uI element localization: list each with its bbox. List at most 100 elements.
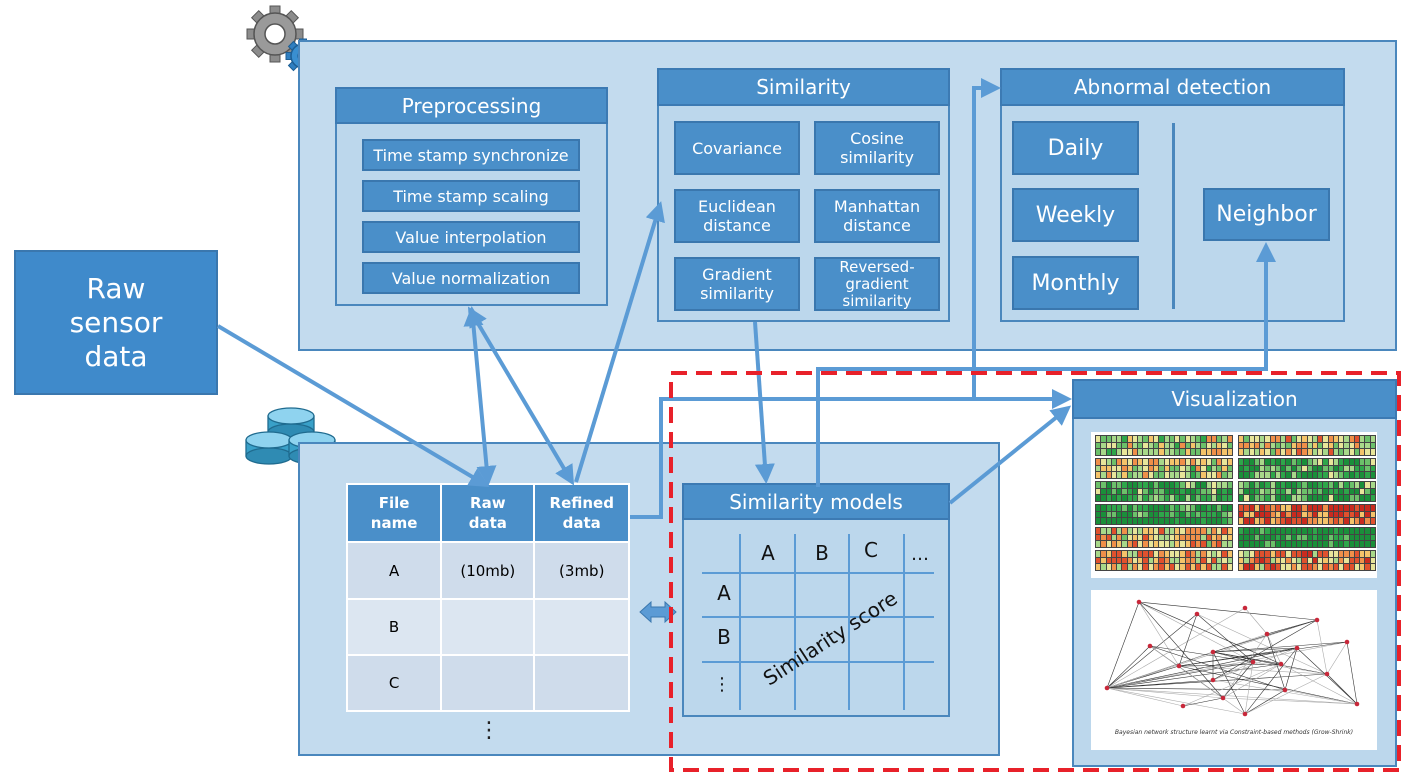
network-node: [1314, 617, 1320, 623]
sim-gradient-l2: similarity: [700, 284, 774, 303]
network-node: [1194, 611, 1200, 617]
network-node: [1282, 687, 1288, 693]
sim-euclidean-l2: distance: [703, 216, 771, 235]
table-cell: C: [345, 654, 443, 712]
table-cell: (10mb): [440, 541, 536, 600]
table-cell: [440, 598, 536, 656]
preprocessing-title: Preprocessing: [335, 87, 608, 124]
heatmap-strip: [1095, 504, 1233, 525]
pre-item-normalization: Value normalization: [362, 262, 580, 294]
raw-sensor-data: Raw sensor data: [14, 250, 218, 395]
network-edge: [1138, 601, 1318, 621]
matrix-col-c: C: [864, 538, 878, 562]
visualization-title: Visualization: [1072, 379, 1397, 419]
heatmap-strip: [1238, 550, 1376, 571]
heatmap-strip: [1238, 481, 1376, 502]
heatmap-strip: [1095, 527, 1233, 548]
sim-reversed-l3: similarity: [842, 291, 912, 310]
sim-manhattan-l2: distance: [843, 216, 911, 235]
abnormal-title: Abnormal detection: [1000, 68, 1345, 106]
th-raw-l1: Raw: [470, 494, 506, 512]
network-edge: [1316, 619, 1328, 675]
sim-cosine-l1: Cosine: [850, 129, 904, 148]
table-cell: A: [345, 541, 443, 600]
table-row: C: [345, 654, 630, 712]
network-graph: [1104, 599, 1360, 717]
matrix-row-more: ⋮: [713, 674, 731, 695]
table-cell: [440, 654, 536, 712]
network-node: [1104, 685, 1110, 691]
network-edge: [1266, 619, 1318, 635]
network-node: [1250, 659, 1256, 665]
network-node: [1264, 631, 1270, 637]
network-edge: [1182, 697, 1224, 707]
similarity-title: Similarity: [657, 68, 950, 106]
network-edge: [1138, 601, 1224, 699]
raw-sensor-l3: data: [84, 339, 148, 373]
network-edge: [1244, 689, 1286, 715]
matrix-col-more: …: [911, 544, 929, 565]
network-caption: Bayesian network structure learnt via Co…: [1114, 729, 1354, 736]
th-raw-l2: data: [468, 514, 507, 532]
th-refined-l2: data: [562, 514, 601, 532]
sim-euclidean-l1: Euclidean: [698, 197, 776, 216]
heatmap-strip: [1095, 435, 1233, 456]
network-node: [1294, 645, 1300, 651]
network-node: [1220, 695, 1226, 701]
heatmap-strip: [1095, 550, 1233, 571]
network-node: [1344, 639, 1350, 645]
network-node: [1354, 701, 1360, 707]
abnormal-divider: [1172, 123, 1175, 309]
network-node: [1324, 671, 1330, 677]
network-node: [1242, 605, 1248, 611]
network-edge: [1346, 641, 1358, 705]
table-cell: [533, 598, 630, 656]
table-cell: B: [345, 598, 443, 656]
sim-cosine-l2: similarity: [840, 148, 914, 167]
heatmap-strip: [1095, 481, 1233, 502]
abnormal-monthly: Monthly: [1012, 256, 1139, 310]
similarity-matrix: A B C … A B ⋮ Similarity score: [702, 534, 934, 710]
sim-reversed-l1: Reversed-: [839, 257, 915, 276]
network-node: [1278, 661, 1284, 667]
sim-gradient-l1: Gradient: [702, 265, 772, 284]
sim-covariance: Covariance: [674, 121, 800, 175]
network-node: [1180, 703, 1186, 709]
sim-reversed-l2: gradient: [845, 274, 909, 293]
matrix-row-b: B: [717, 625, 731, 649]
sim-manhattan-l1: Manhattan: [833, 197, 921, 216]
network-edge: [1106, 663, 1282, 689]
table-cell: [533, 654, 630, 712]
heatmap-strip: [1238, 504, 1376, 525]
heatmap-strip: [1238, 458, 1376, 479]
similarity-score-label: Similarity score: [759, 586, 902, 690]
sim-covariance-label: Covariance: [692, 138, 782, 158]
network-node: [1242, 711, 1248, 717]
table-more-ellipsis: ⋮: [478, 718, 500, 743]
raw-sensor-l1: Raw: [86, 271, 146, 305]
heatmap-grid: [1095, 435, 1376, 575]
heatmap-strip: [1095, 458, 1233, 479]
pre-item-sync: Time stamp synchronize: [362, 139, 580, 171]
double-arrow-icon: [638, 600, 678, 624]
network-edge: [1244, 673, 1328, 715]
network-edge: [1244, 607, 1268, 635]
matrix-col-a: A: [761, 541, 775, 565]
raw-sensor-l2: sensor: [69, 305, 163, 339]
network-edge: [1106, 687, 1246, 715]
th-raw-data: Raw data: [440, 483, 536, 543]
similarity-models-title: Similarity models: [682, 483, 950, 520]
heatmap-strip: [1238, 527, 1376, 548]
matrix-row-a: A: [717, 581, 731, 605]
table-cell: (3mb): [533, 541, 630, 600]
network-edge: [1326, 641, 1348, 675]
network-edge: [1212, 651, 1246, 715]
network-node: [1176, 663, 1182, 669]
